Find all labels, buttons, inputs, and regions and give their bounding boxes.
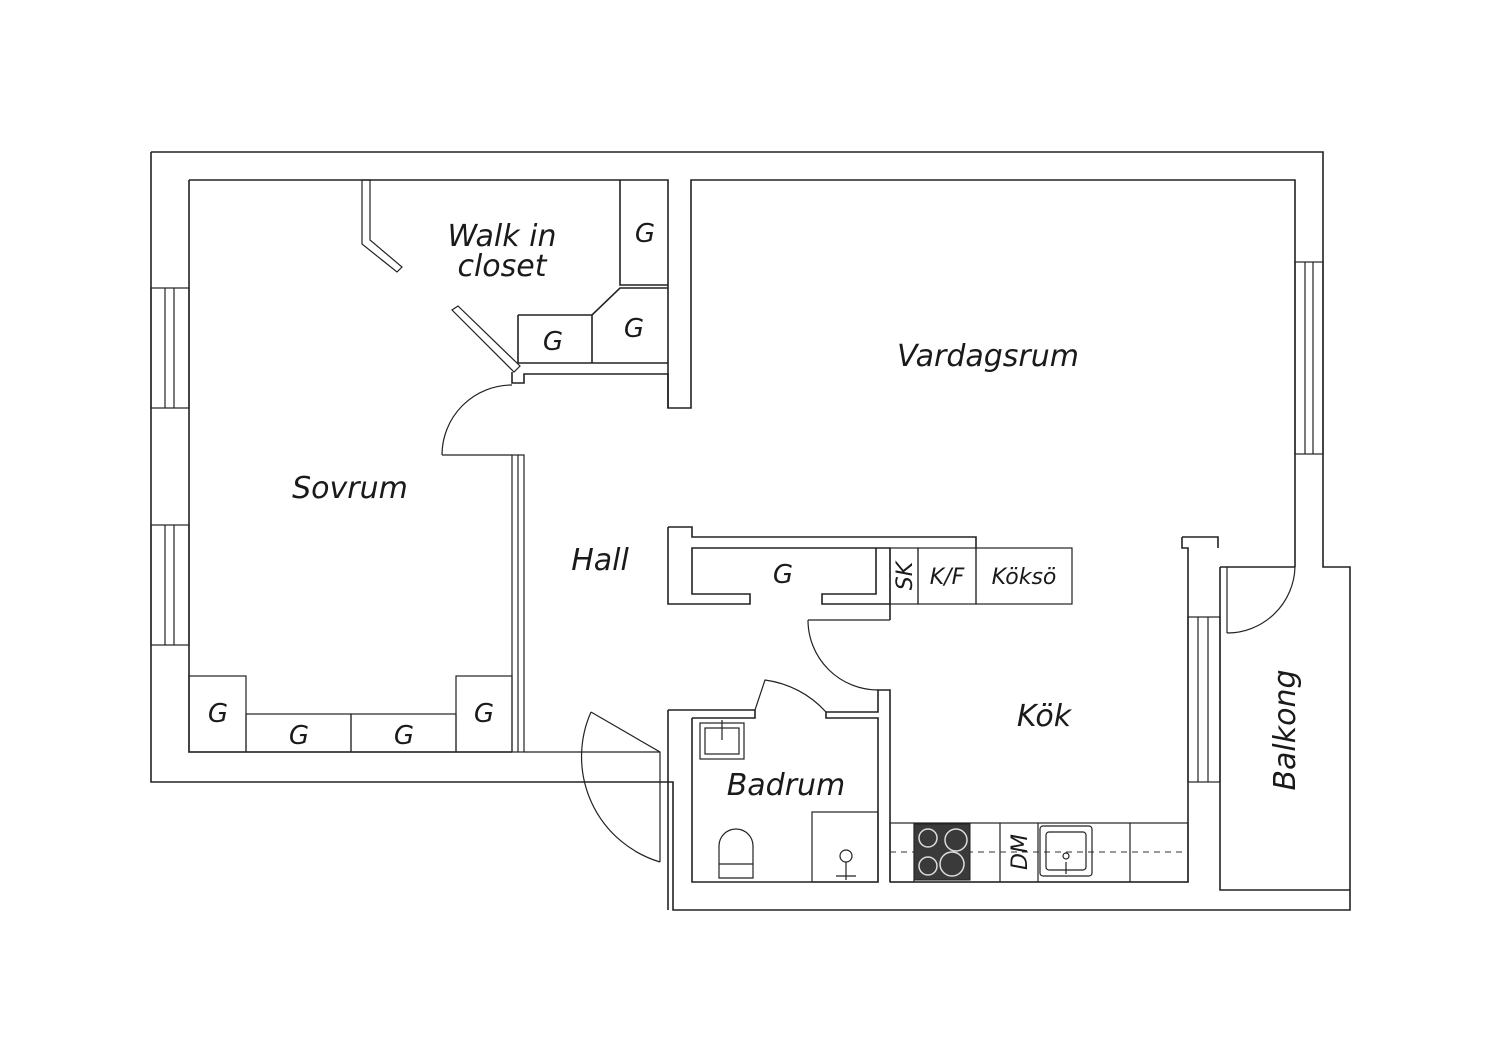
hall-label: Hall (571, 543, 629, 578)
window-bedroom-upper (150, 287, 190, 409)
kitchen-door (807, 619, 890, 691)
bathroom-walls (667, 679, 891, 910)
kf-label: K/F (930, 565, 965, 590)
storage-label-bedroom-4: G (474, 699, 494, 729)
storage-label-closet-top: G (635, 219, 655, 249)
entrance-door (524, 711, 661, 863)
hall-storage (667, 526, 1073, 620)
storage-label-bedroom-3: G (394, 721, 414, 751)
kitchen-sink (1039, 825, 1093, 877)
bedroom-wardrobes (188, 675, 513, 753)
living-room-label: Vardagsrum (897, 339, 1079, 374)
bedroom-hall-wall (511, 454, 525, 753)
hob (913, 823, 971, 881)
walk-in-closet-label-2: closet (457, 249, 547, 284)
storage-label-bedroom-1: G (208, 699, 228, 729)
bedroom-label: Sovrum (292, 471, 408, 506)
storage-label-bedroom-2: G (289, 721, 309, 751)
walk-in-closet-walls (361, 179, 669, 408)
storage-label-closet-left: G (543, 327, 563, 357)
kitchen-label: Kök (1017, 699, 1073, 734)
bedroom-door (441, 384, 513, 456)
walk-in-closet-label: Walk in (448, 219, 557, 254)
sk-label: SK (893, 560, 918, 590)
storage-label-hall: G (773, 560, 793, 590)
window-kitchen (1187, 616, 1221, 783)
kitchen-island-label: Köksö (992, 565, 1057, 590)
bathroom-label: Badrum (727, 768, 846, 803)
dishwasher-label: DM (1008, 834, 1033, 870)
balcony-label: Balkong (1268, 669, 1303, 790)
window-bedroom-lower (150, 524, 190, 646)
balcony (1219, 566, 1350, 891)
storage-label-closet-mid: G (624, 314, 644, 344)
window-living-room (1294, 261, 1324, 455)
